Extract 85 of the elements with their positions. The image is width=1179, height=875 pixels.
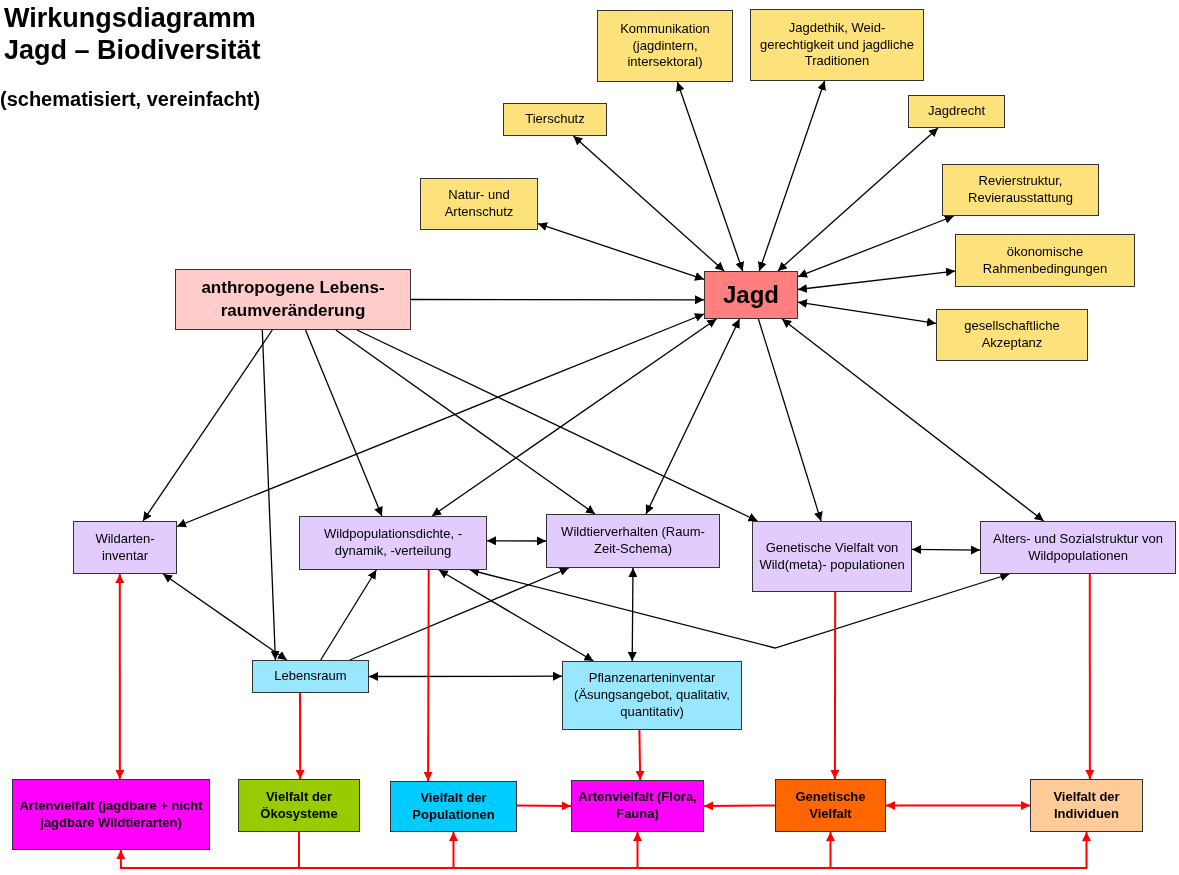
arrow [349, 567, 570, 661]
factor-box [955, 234, 1135, 287]
arrow [261, 329, 280, 661]
box-label: Genetische Vielfalt von Wild(meta)- populationen [758, 539, 906, 574]
arrow [304, 329, 383, 517]
arrow [295, 692, 305, 780]
arrow [537, 222, 705, 281]
box-label: Wildarten- inventar [94, 530, 156, 565]
factor-box [390, 781, 517, 832]
arrow [676, 81, 744, 272]
factor-box [12, 779, 210, 850]
arrow [176, 313, 705, 528]
arrow [777, 127, 939, 272]
factor-box [546, 514, 720, 568]
arrow [797, 215, 955, 278]
arrow [516, 801, 572, 811]
arrow [438, 569, 595, 662]
arrow [162, 573, 288, 661]
factor-box [252, 660, 369, 693]
factor-box [750, 9, 924, 81]
box-label: Lebensraum [274, 668, 347, 685]
arrow [645, 318, 741, 515]
arrow [911, 545, 981, 555]
arrow [320, 569, 377, 661]
factor-box [752, 521, 912, 592]
arrow [356, 329, 759, 522]
arrow [1085, 573, 1095, 780]
box-label: anthropogene Lebens- raumveränderung [200, 277, 386, 322]
box-label: ökonomische Rahmenbedingungen [981, 243, 1109, 278]
box-label: Vielfalt der Ökosysteme [259, 788, 339, 823]
factor-box [936, 309, 1088, 361]
arrow [572, 135, 725, 272]
box-label: Jagd [723, 280, 779, 311]
factor-box [73, 521, 177, 574]
box-label: Jagdrecht [927, 103, 986, 120]
arrow [757, 318, 823, 522]
arrow [797, 299, 937, 327]
arrow [298, 831, 1091, 869]
factor-box [597, 10, 733, 82]
arrow [627, 567, 638, 662]
subtitle: (schematisiert, vereinfacht) [0, 88, 261, 111]
arrow [703, 801, 776, 811]
arrow [885, 801, 1031, 810]
box-label: Vielfalt der Individuen [1052, 788, 1121, 823]
box-label: Alters- und Sozialstruktur von Wildpopulationen [992, 530, 1164, 565]
box-label: Artenvielfalt (jagdbare + nicht jagdbare Wildtierarten) [18, 797, 204, 832]
factor-box [503, 103, 607, 136]
box-label: Revierstruktur, Revierausstattung [967, 173, 1074, 207]
box-label: Kommunikation (jagdintern, intersektoral) [619, 20, 711, 72]
factor-box [175, 269, 411, 330]
arrow [335, 329, 596, 515]
factor-box [704, 271, 798, 319]
box-label: Tierschutz [525, 111, 585, 128]
arrow [635, 729, 645, 781]
factor-box [942, 164, 1099, 216]
box-label: Wildtierverhalten (Raum-Zeit-Schema) [560, 524, 706, 558]
factor-box [908, 95, 1005, 128]
arrow [757, 80, 826, 272]
factor-box [420, 178, 538, 230]
arrow [142, 329, 273, 522]
arrow [431, 318, 718, 517]
factor-box [775, 779, 886, 832]
box-label: Jagdethik, Weid- gerechtigkeit und jagdliche Traditionen [759, 19, 915, 71]
factor-box [562, 661, 742, 730]
arrow [423, 569, 433, 782]
factor-box [299, 516, 487, 570]
arrow [781, 318, 1045, 522]
arrow [486, 536, 547, 546]
arrow [797, 267, 956, 293]
factor-box [1030, 779, 1143, 832]
arrow [830, 591, 840, 780]
diagram-title: Wirkungsdiagramm Jagd – Biodiversität [4, 2, 262, 67]
factor-box [238, 779, 360, 832]
box-label: gesellschaftliche Akzeptanz [963, 318, 1061, 352]
box-label: Genetische Vielfalt [794, 788, 867, 823]
box-label: Artenvielfalt (Flora, Fauna) [577, 789, 698, 823]
arrow [115, 573, 125, 780]
box-label: Pflanzenarteninventar (Äsungsangebot, qualitativ, quantitativ) [573, 670, 731, 721]
box-label: Wildpopulationsdichte, -dynamik, -verteilung [323, 526, 463, 560]
box-label: Natur- und Artenschutz [443, 187, 515, 221]
arrow [368, 671, 563, 681]
box-label: Vielfalt der Populationen [411, 789, 496, 824]
arrow [410, 295, 705, 305]
factor-box [980, 521, 1176, 574]
factor-box [571, 780, 704, 832]
